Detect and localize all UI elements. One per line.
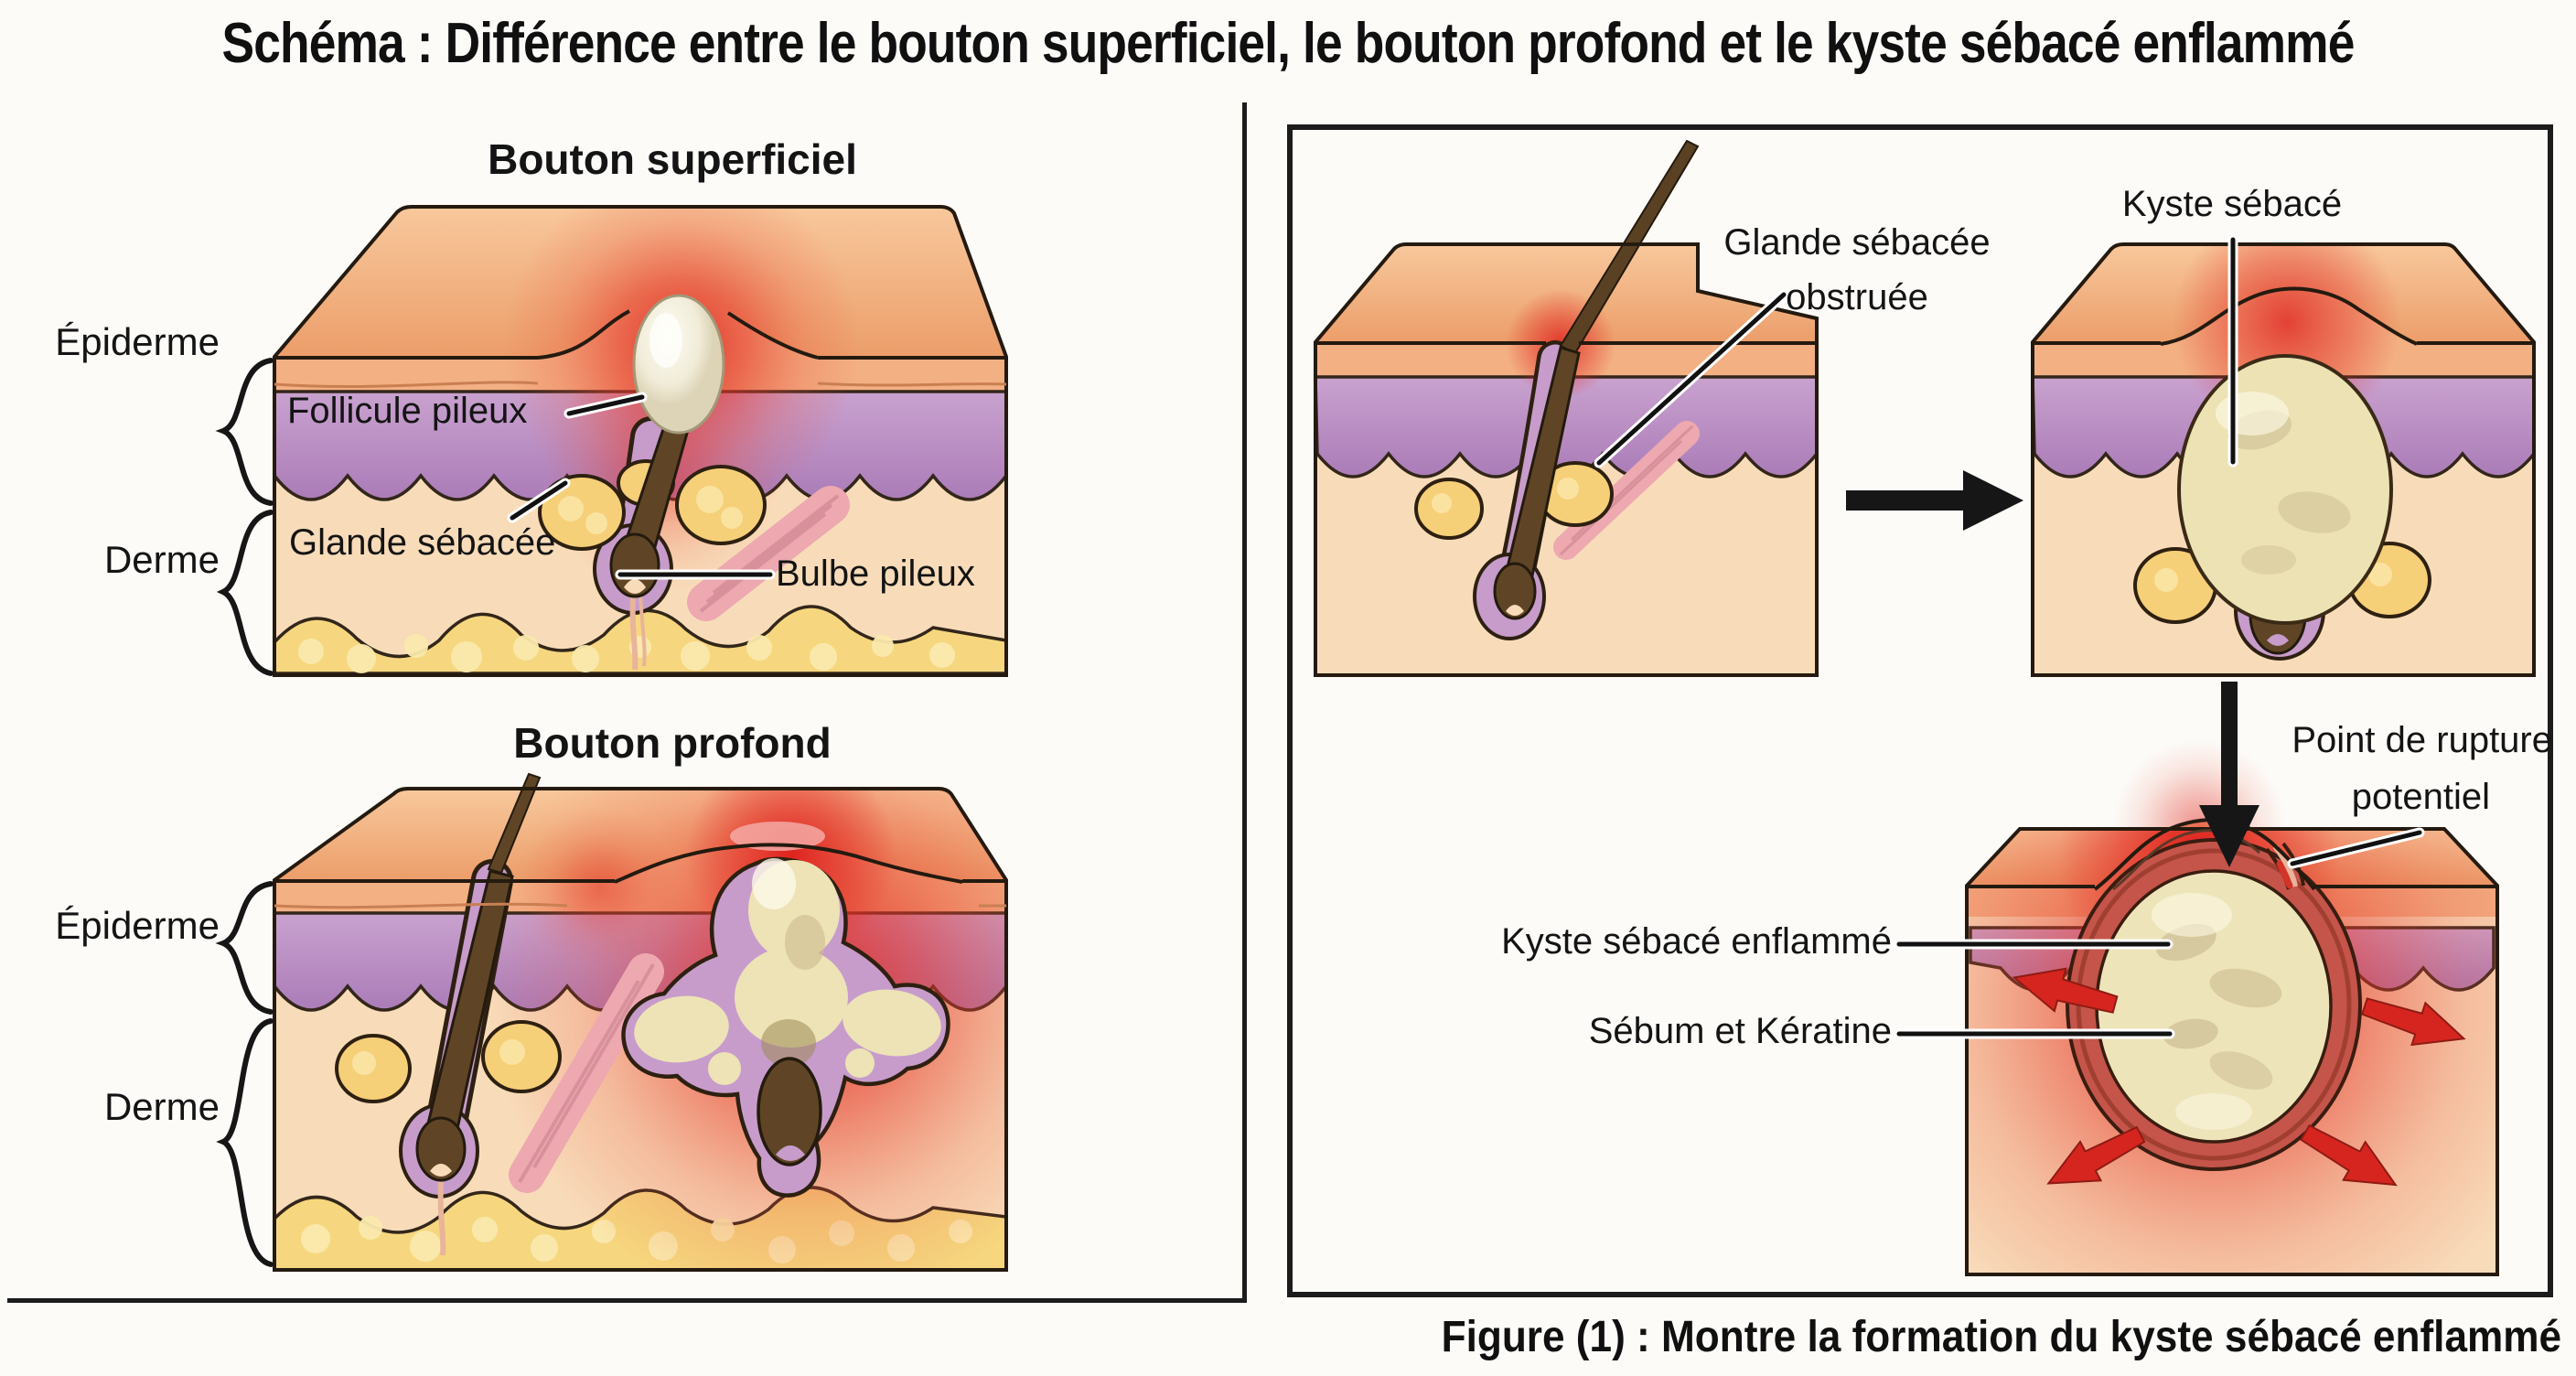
left-panel-right-border <box>1242 102 1247 1303</box>
dermis-label-deep: Derme <box>103 1085 220 1128</box>
left-panel-bottom-border <box>7 1298 1247 1303</box>
dermis-brace-deep <box>216 1018 274 1267</box>
deep-pimple-block <box>273 772 1008 1272</box>
hair-follicle <box>335 772 562 1256</box>
epidermis-label-deep: Épiderme <box>55 904 220 947</box>
block-outline <box>273 205 1008 677</box>
epidermis-label-superficial: Épiderme <box>55 320 220 363</box>
pointer-hair-follicle <box>564 392 648 419</box>
epidermis-brace-superficial <box>215 358 274 506</box>
white-pustule <box>632 294 725 435</box>
deep-pus-pocket <box>621 856 950 1198</box>
sebum-keratin-label: Sébum et Kératine <box>1588 1011 1892 1051</box>
epidermis-brace-deep <box>215 881 274 1015</box>
inflamed-cyst-block <box>1965 739 2499 1276</box>
page-title: Schéma : Différence entre le bouton supe… <box>221 12 2355 75</box>
obstructed-gland-label-line2: obstruée <box>1786 277 1928 317</box>
rupture-point-label-line1: Point de rupture <box>2292 720 2552 760</box>
dermis-label-superficial: Derme <box>103 538 220 581</box>
pointer-rupture-point <box>2287 827 2425 869</box>
block-outline <box>273 787 1008 1272</box>
cyst-label: Kyste sébacé <box>2121 184 2343 224</box>
inflamed-cyst <box>2066 838 2362 1171</box>
superficial-pimple-block <box>273 205 1008 677</box>
block-outline <box>2031 242 2536 677</box>
block-outline <box>1314 242 1819 677</box>
sebaceous-gland-label: Glande sébacée <box>289 522 556 563</box>
superficial-heading: Bouton superficiel <box>488 135 857 183</box>
pointer-obstructed-gland <box>1594 289 1789 468</box>
dermis-brace-superficial <box>216 510 274 676</box>
deep-heading: Bouton profond <box>513 719 832 767</box>
hair-follicle <box>1414 139 1700 640</box>
figure-caption: Figure (1) : Montre la formation du kyst… <box>1441 1313 2562 1361</box>
obstructed-gland-block <box>1314 139 1819 677</box>
hair-bulb-label: Bulbe pileux <box>776 554 975 594</box>
obstructed-gland-label-line1: Glande sébacée <box>1723 222 1991 263</box>
hair-and-bulb <box>609 425 690 671</box>
arrector-muscle <box>509 953 664 1193</box>
flow-arrow-down-icon <box>2199 682 2259 867</box>
right-panel-frame <box>1287 124 2553 1297</box>
cyst-block <box>2031 242 2536 677</box>
rupture-point-label-line2: potentiel <box>2351 777 2490 817</box>
inflamed-cyst-label: Kyste sébacé enflammé <box>1501 921 1892 962</box>
hair-follicle-label: Follicule pileux <box>287 391 528 431</box>
flow-arrow-right-icon <box>1846 470 2023 531</box>
pointer-sebaceous-gland <box>507 478 571 523</box>
